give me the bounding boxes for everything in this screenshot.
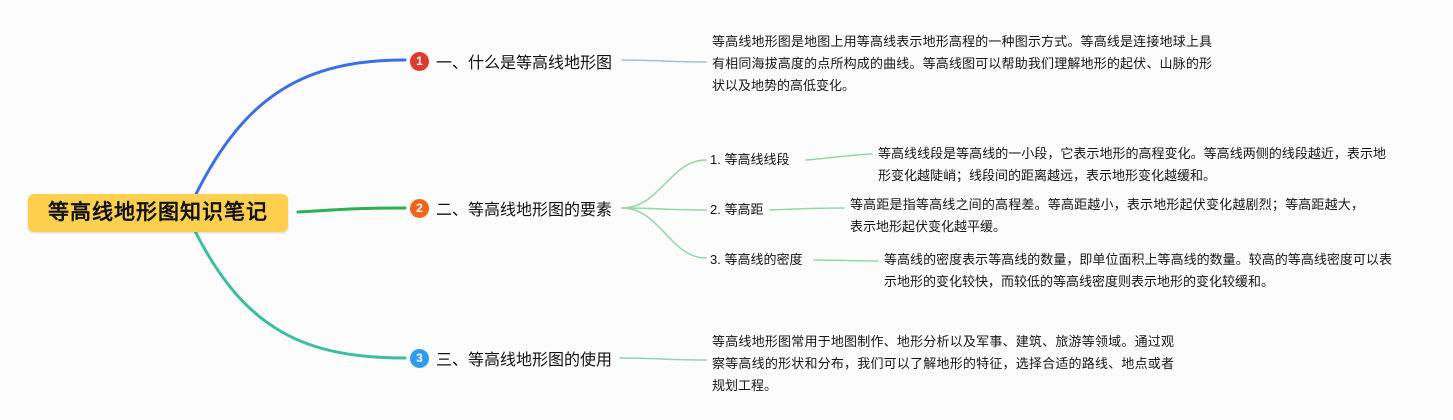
connector-branch1-note bbox=[621, 59, 707, 63]
branch-1-note[interactable]: 等高线地形图是地图上用等高线表示地形高程的一种图示方式。等高线是连接地球上具有相… bbox=[712, 34, 1212, 93]
branch-1-number-badge: 1 bbox=[410, 51, 429, 71]
sub-node-contour-density[interactable]: 3. 等高线的密度 bbox=[710, 252, 803, 267]
branch-node-1[interactable]: 1 一、什么是等高线地形图 bbox=[410, 48, 612, 74]
branch-2-label: 二、等高线地形图的要素 bbox=[436, 202, 613, 219]
connector-child2-note bbox=[769, 207, 845, 211]
branch-2-number-badge: 2 bbox=[410, 198, 429, 218]
sub-node-contour-segment-note[interactable]: 等高线线段是等高线的一小段，它表示地形的高程变化。等高线两侧的线段越近，表示地形… bbox=[878, 146, 1386, 183]
connector-child3-note bbox=[813, 259, 879, 262]
connector-branch2-child1 bbox=[621, 159, 707, 209]
connector-branch2-child3 bbox=[621, 207, 707, 259]
connector-child1-note bbox=[805, 153, 873, 161]
connector-root-branch1 bbox=[193, 58, 407, 198]
branch-3-number-badge: 3 bbox=[410, 348, 429, 368]
branch-node-3[interactable]: 3 三、等高线地形图的使用 bbox=[410, 345, 612, 371]
branch-3-note[interactable]: 等高线地形图常用于地图制作、地形分析以及军事、建筑、旅游等领域。通过观察等高线的… bbox=[712, 334, 1174, 393]
sub-node-contour-interval-note[interactable]: 等高距是指等高线之间的高程差。等高距越小，表示地形起伏变化越剧烈；等高距越大，表… bbox=[850, 197, 1364, 234]
central-topic-node[interactable]: 等高线地形图知识笔记 bbox=[28, 194, 288, 232]
branch-node-2[interactable]: 2 二、等高线地形图的要素 bbox=[410, 195, 612, 221]
sub-node-contour-segment[interactable]: 1. 等高线线段 bbox=[710, 152, 790, 167]
connector-root-branch3 bbox=[193, 229, 407, 360]
branch-1-label: 一、什么是等高线地形图 bbox=[436, 55, 613, 72]
connector-root-branch2 bbox=[296, 206, 407, 214]
connector-branch3-note bbox=[619, 357, 707, 361]
connector-branch2-child2 bbox=[621, 207, 707, 211]
sub-node-contour-density-note[interactable]: 等高线的密度表示等高线的数量，即单位面积上等高线的数量。较高的等高线密度可以表示… bbox=[884, 252, 1392, 289]
sub-node-contour-interval[interactable]: 2. 等高距 bbox=[710, 202, 764, 217]
branch-3-label: 三、等高线地形图的使用 bbox=[436, 352, 613, 369]
